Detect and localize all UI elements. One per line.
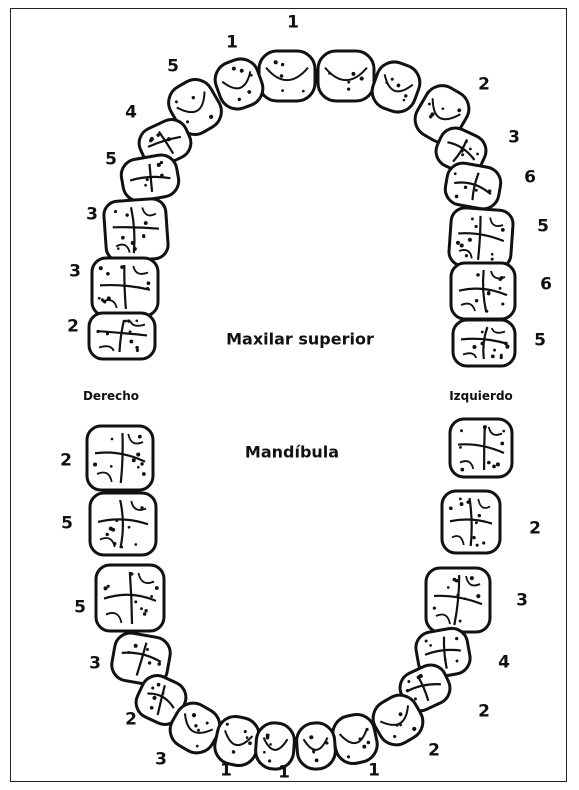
upper-tooth-label: 5 [105,152,117,169]
lower-tooth-label: 4 [498,655,510,672]
lower-tooth-label: 2 [529,521,541,538]
upper-tooth-label: 6 [540,277,552,294]
lower-tooth-label: 1 [368,763,380,780]
lower-tooth-label: 5 [74,600,86,617]
lower-tooth-label: 3 [155,752,167,769]
upper-tooth-label: 2 [478,77,490,94]
tooth [448,207,514,269]
lower-tooth-label: 5 [61,516,73,533]
lower-tooth-label: 2 [60,453,72,470]
tooth [426,568,490,632]
tooth [96,565,164,631]
upper-tooth-label: 3 [508,130,520,147]
tooth [451,263,515,319]
lower-tooth-label: 2 [428,743,440,760]
upper-tooth-label: 3 [86,207,98,224]
tooth [453,320,515,366]
upper-tooth-label: 5 [534,333,546,350]
tooth [442,491,500,553]
lower-jaw-title: Mandíbula [245,443,339,462]
upper-arch [89,51,515,366]
tooth [367,57,425,117]
lower-tooth-label: 2 [125,712,137,729]
upper-tooth-label: 3 [69,264,81,281]
lower-tooth-label: 2 [478,704,490,721]
tooth [119,152,181,203]
left-side-label: Izquierdo [449,389,513,403]
tooth [318,51,374,101]
upper-tooth-label: 2 [67,319,79,336]
lower-tooth-label: 3 [89,656,101,673]
tooth [90,493,156,555]
tooth [450,419,512,477]
upper-tooth-label: 4 [125,105,137,122]
lower-tooth-label: 1 [220,763,232,780]
tooth [87,426,153,490]
tooth [443,161,503,212]
upper-tooth-label: 5 [537,219,549,236]
lower-tooth-label: 3 [516,593,528,610]
tooth [92,258,158,316]
upper-tooth-label: 5 [167,59,179,76]
tooth [259,51,315,101]
right-side-label: Derecho [83,389,139,403]
upper-tooth-label: 6 [524,170,536,187]
lower-tooth-label: 1 [278,765,290,782]
lower-arch [87,419,512,770]
tooth [89,313,155,359]
upper-jaw-title: Maxilar superior [226,330,374,349]
upper-tooth-label: 1 [226,35,238,52]
upper-tooth-label: 1 [287,15,299,32]
tooth [295,722,336,771]
tooth [103,198,169,262]
